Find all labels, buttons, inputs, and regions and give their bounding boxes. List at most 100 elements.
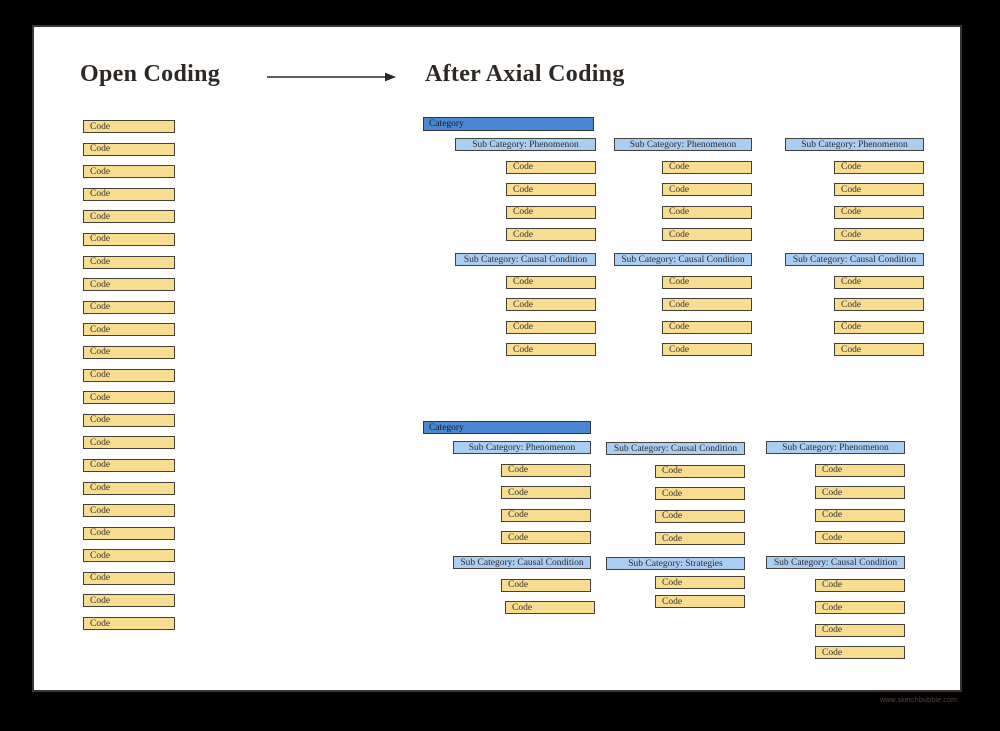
- category-box: Category: [423, 421, 591, 434]
- code-box: Code: [506, 183, 596, 196]
- code-box: Code: [83, 345, 175, 359]
- code-box: Code: [655, 487, 745, 500]
- code-box: Code: [815, 601, 905, 614]
- code-box: Code: [834, 205, 924, 219]
- code-box: Code: [506, 298, 596, 311]
- subcategory-box: Sub Category: Causal Condition: [606, 442, 745, 455]
- subcategory-box: Sub Category: Phenomenon: [785, 138, 924, 151]
- code-box: Code: [815, 646, 905, 659]
- code-box: Code: [834, 320, 924, 334]
- subcategory-box: Sub Category: Causal Condition: [614, 253, 752, 266]
- code-box: Code: [655, 509, 745, 523]
- code-box: Code: [506, 343, 596, 356]
- right-arrow-icon: [264, 70, 400, 89]
- code-box: Code: [83, 323, 175, 337]
- code-box: Code: [655, 464, 745, 478]
- subcategory-box: Sub Category: Causal Condition: [453, 556, 591, 569]
- code-box: Code: [501, 531, 591, 544]
- code-box: Code: [662, 343, 752, 356]
- subcategory-box: Sub Category: Causal Condition: [766, 556, 905, 569]
- code-box: Code: [83, 210, 175, 224]
- subcategory-box: Sub Category: Causal Condition: [785, 253, 924, 266]
- code-box: Code: [834, 183, 924, 196]
- code-box: Code: [501, 578, 591, 592]
- code-box: Code: [501, 508, 591, 522]
- axial-coding-title: After Axial Coding: [425, 61, 625, 87]
- code-box: Code: [83, 165, 175, 179]
- subcategory-box: Sub Category: Phenomenon: [455, 138, 596, 151]
- code-box: Code: [506, 275, 596, 289]
- subcategory-box: Sub Category: Phenomenon: [614, 138, 752, 151]
- code-box: Code: [662, 228, 752, 241]
- code-box: Code: [662, 298, 752, 311]
- code-box: Code: [83, 391, 175, 405]
- code-box: Code: [506, 160, 596, 174]
- code-box: Code: [83, 120, 175, 133]
- code-box: Code: [83, 368, 175, 382]
- code-box: Code: [655, 576, 745, 589]
- code-box: Code: [501, 463, 591, 477]
- subcategory-box: Sub Category: Causal Condition: [455, 253, 596, 266]
- code-box: Code: [83, 617, 175, 631]
- code-box: Code: [662, 205, 752, 219]
- subcategory-box: Sub Category: Phenomenon: [453, 441, 591, 454]
- code-box: Code: [655, 595, 745, 608]
- category-box: Category: [423, 117, 594, 131]
- code-box: Code: [815, 486, 905, 499]
- subcategory-box: Sub Category: Strategies: [606, 557, 745, 570]
- code-box: Code: [501, 486, 591, 499]
- code-box: Code: [83, 481, 175, 495]
- code-box: Code: [815, 623, 905, 637]
- code-box: Code: [834, 298, 924, 311]
- code-box: Code: [815, 578, 905, 592]
- code-box: Code: [83, 458, 175, 472]
- code-box: Code: [506, 320, 596, 334]
- watermark-text: www.sketchbubble.com: [880, 697, 958, 704]
- code-box: Code: [655, 532, 745, 545]
- code-box: Code: [815, 531, 905, 544]
- code-box: Code: [662, 160, 752, 174]
- code-box: Code: [83, 278, 175, 292]
- code-box: Code: [834, 228, 924, 241]
- code-box: Code: [83, 232, 175, 246]
- code-box: Code: [83, 549, 175, 563]
- code-box: Code: [815, 508, 905, 522]
- code-box: Code: [506, 205, 596, 219]
- code-box: Code: [834, 160, 924, 174]
- code-box: Code: [83, 594, 175, 608]
- slide-page: [32, 25, 962, 692]
- code-box: Code: [662, 183, 752, 196]
- code-box: Code: [505, 601, 595, 614]
- code-box: Code: [83, 571, 175, 585]
- code-box: Code: [83, 187, 175, 201]
- code-box: Code: [83, 413, 175, 427]
- subcategory-box: Sub Category: Phenomenon: [766, 441, 905, 454]
- code-box: Code: [83, 300, 175, 314]
- code-box: Code: [815, 463, 905, 477]
- code-box: Code: [662, 320, 752, 334]
- code-box: Code: [83, 504, 175, 518]
- code-box: Code: [834, 275, 924, 289]
- code-box: Code: [83, 142, 175, 156]
- code-box: Code: [83, 526, 175, 540]
